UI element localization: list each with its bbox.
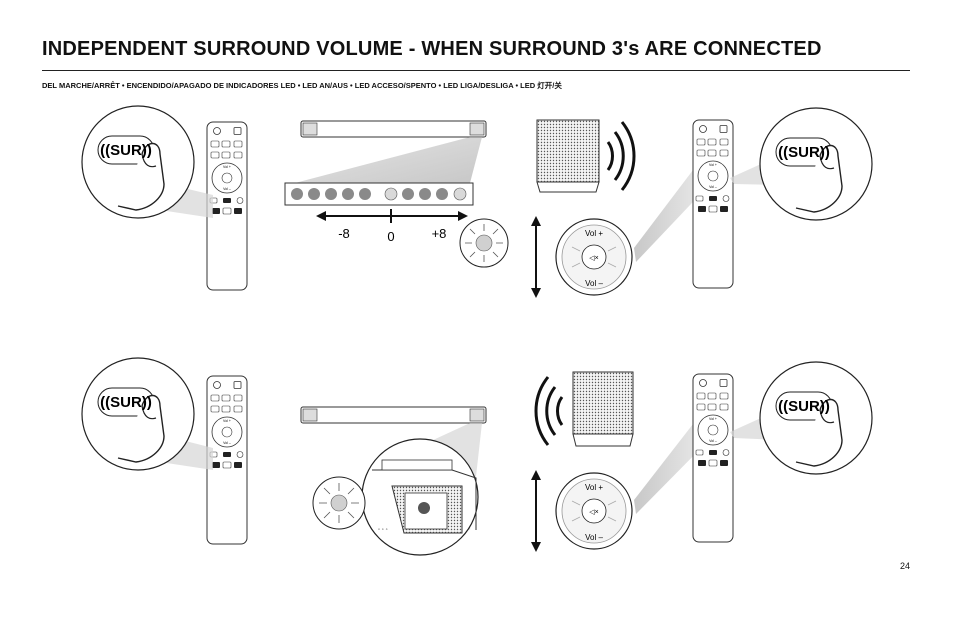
- sur-label: ((SUR)): [778, 144, 830, 161]
- scale-mid-label: 0: [387, 229, 394, 244]
- sound-waves-icon: [534, 376, 564, 446]
- vol-minus-label: Vol –: [585, 533, 603, 542]
- soundbar-bottom: [300, 406, 487, 424]
- volume-scale-arrow: [316, 209, 468, 223]
- remote-control-top-right: [692, 119, 734, 289]
- led-dot: [402, 188, 414, 200]
- led-indicator-bar: [284, 182, 474, 206]
- soundbar-top: [300, 120, 487, 138]
- sur-button-press-bubble: ((SUR)): [759, 361, 873, 475]
- page-number: 24: [900, 561, 911, 571]
- sur-label: ((SUR)): [100, 142, 152, 159]
- vol-plus-label: Vol +: [585, 229, 603, 238]
- led-dot-center: [384, 187, 398, 201]
- remote-control-bottom-right: [692, 373, 734, 543]
- led-zoom-circle: [459, 218, 509, 268]
- page-title: INDEPENDENT SURROUND VOLUME - WHEN SURRO…: [42, 38, 822, 60]
- led-dot: [359, 188, 371, 200]
- title-rule: [42, 70, 910, 71]
- mute-symbol: ◁×: [589, 255, 598, 262]
- sound-waves-icon: [606, 121, 636, 191]
- led-dot: [342, 188, 354, 200]
- volume-dial-bottom: Vol + ◁× Vol –: [555, 472, 633, 550]
- led-dot: [436, 188, 448, 200]
- soundbar-corner-zoom: ◦ ◦ ◦: [361, 438, 479, 556]
- sur-button-press-bubble: ((SUR)): [81, 105, 195, 219]
- sur-label: ((SUR)): [100, 394, 152, 411]
- zoom-beam: [634, 170, 709, 262]
- led-dot: [291, 188, 303, 200]
- led-dot: [308, 188, 320, 200]
- sur-label: ((SUR)): [778, 398, 830, 415]
- vol-minus-label: Vol –: [585, 279, 603, 288]
- zoom-beam: [295, 137, 482, 183]
- zoom-beam: [634, 424, 709, 514]
- led-dot: [325, 188, 337, 200]
- volume-up-down-arrow: [531, 216, 541, 298]
- led-dot: [453, 187, 467, 201]
- mute-symbol: ◁×: [589, 509, 598, 516]
- svg-text:◦ ◦ ◦: ◦ ◦ ◦: [378, 527, 388, 533]
- scale-min-label: -8: [338, 226, 350, 241]
- surround-speaker-bottom: [572, 371, 634, 447]
- sur-button-press-bubble: ((SUR)): [759, 107, 873, 221]
- vol-plus-label: Vol +: [585, 483, 603, 492]
- scale-max-label: +8: [432, 226, 447, 241]
- page-subtitle: DEL MARCHE/ARRÊT • ENCENDIDO/APAGADO DE …: [42, 81, 562, 90]
- led-zoom-circle: [312, 476, 366, 530]
- led-dot: [419, 188, 431, 200]
- sur-button-press-bubble: ((SUR)): [81, 357, 195, 471]
- volume-up-down-arrow: [531, 470, 541, 552]
- surround-speaker-top: [536, 119, 600, 193]
- volume-dial-top: Vol + ◁× Vol –: [555, 218, 633, 296]
